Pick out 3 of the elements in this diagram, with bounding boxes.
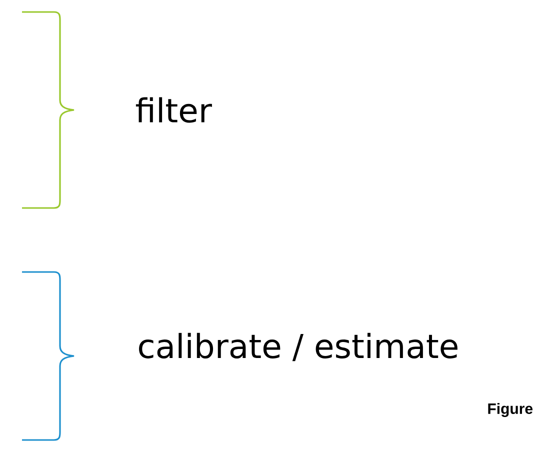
label-text: filter	[136, 97, 212, 123]
label-text: calibrate / estimate	[139, 332, 458, 362]
figure-caption: Figure	[488, 402, 533, 418]
